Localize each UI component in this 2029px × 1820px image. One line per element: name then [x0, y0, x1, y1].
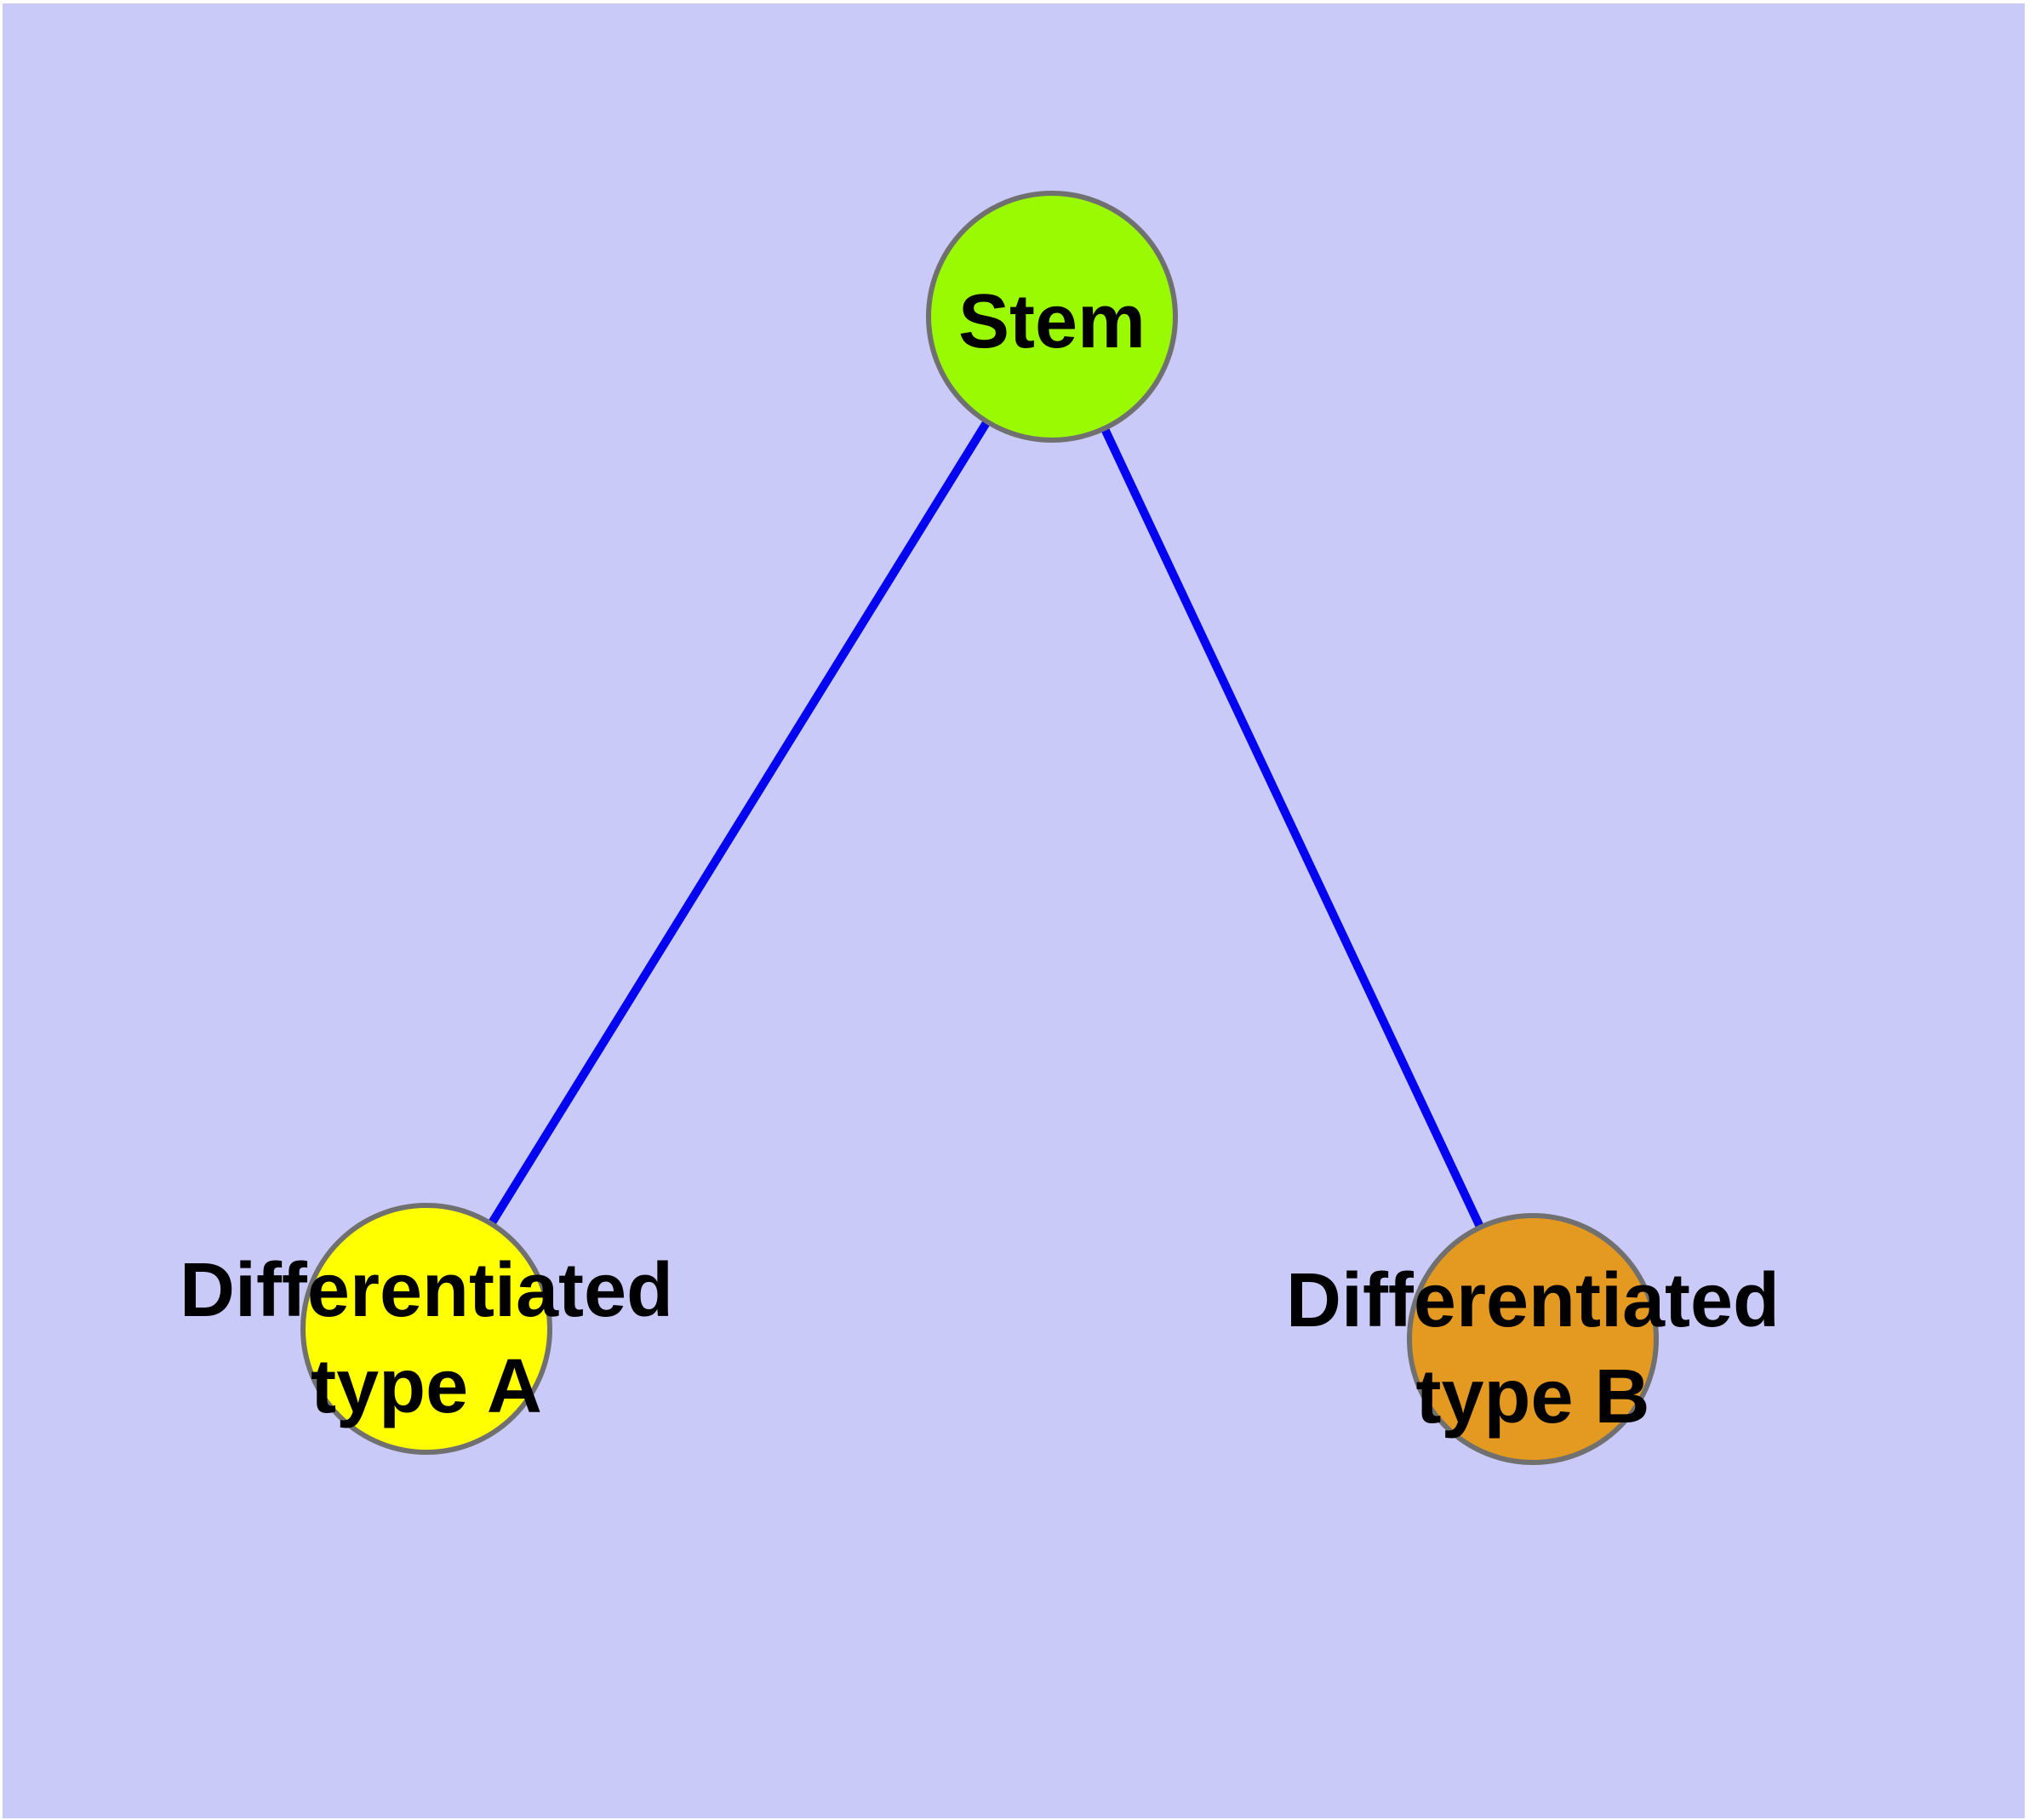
- edge-stem-to-type-a: [422, 314, 1056, 1331]
- node-differentiated-type-a: [300, 1203, 552, 1455]
- node-type-b-label-line2: type B: [1415, 1354, 1649, 1439]
- node-stem: [926, 191, 1178, 443]
- node-type-a-label-line2: type A: [311, 1344, 542, 1429]
- node-type-a-label-line1: Differentiated: [180, 1248, 673, 1333]
- node-type-b-label-line1: Differentiated: [1286, 1258, 1780, 1343]
- node-differentiated-type-b: [1407, 1213, 1659, 1465]
- edge-stem-to-type-b: [1048, 314, 1537, 1342]
- node-stem-label: Stem: [958, 279, 1146, 364]
